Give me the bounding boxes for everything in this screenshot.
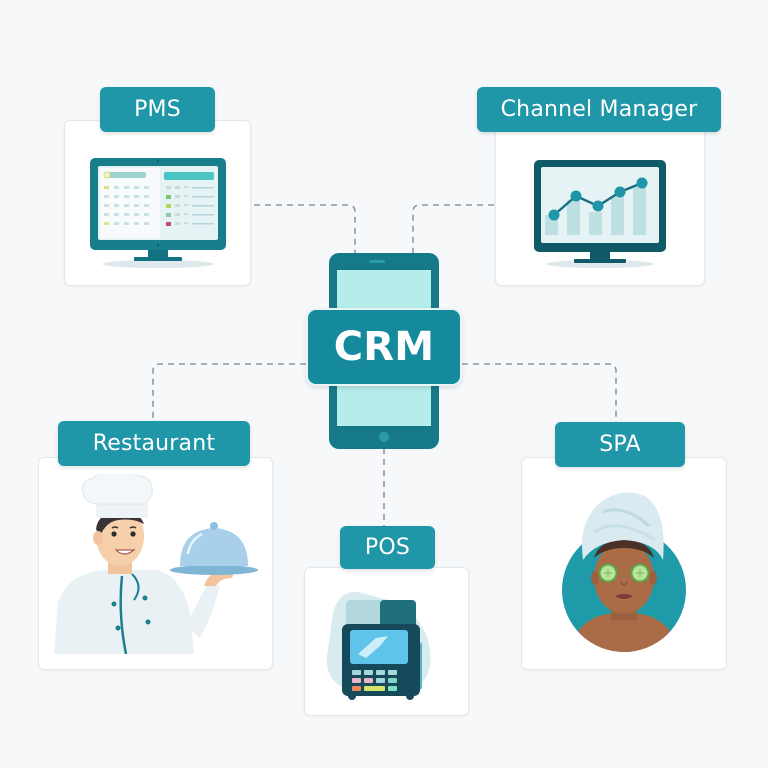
pos-label: POS: [340, 526, 435, 569]
pms-label: PMS: [100, 87, 215, 132]
restaurant-label: Restaurant: [58, 421, 250, 466]
payment-terminal-icon: [326, 591, 431, 700]
connector-channel-manager: [412, 204, 494, 256]
desktop-line-chart-icon: [534, 160, 666, 268]
spa-label-text: SPA: [599, 432, 641, 457]
chef-with-cloche-icon: [54, 474, 258, 654]
pms-label-text: PMS: [134, 97, 181, 122]
channel-manager-label: Channel Manager: [477, 87, 721, 132]
crm-label-text: CRM: [333, 324, 435, 370]
connector-restaurant: [152, 363, 306, 420]
spa-label: SPA: [555, 422, 685, 467]
connector-spa: [462, 363, 617, 422]
crm-hub-label: CRM: [306, 308, 462, 386]
connector-pms: [254, 204, 356, 256]
restaurant-label-text: Restaurant: [92, 431, 216, 456]
channel-manager-label-text: Channel Manager: [500, 97, 698, 122]
desktop-dashboard-icon: [90, 158, 226, 268]
pos-label-text: POS: [364, 535, 411, 560]
spa-woman-cucumber-icon: [562, 492, 686, 652]
